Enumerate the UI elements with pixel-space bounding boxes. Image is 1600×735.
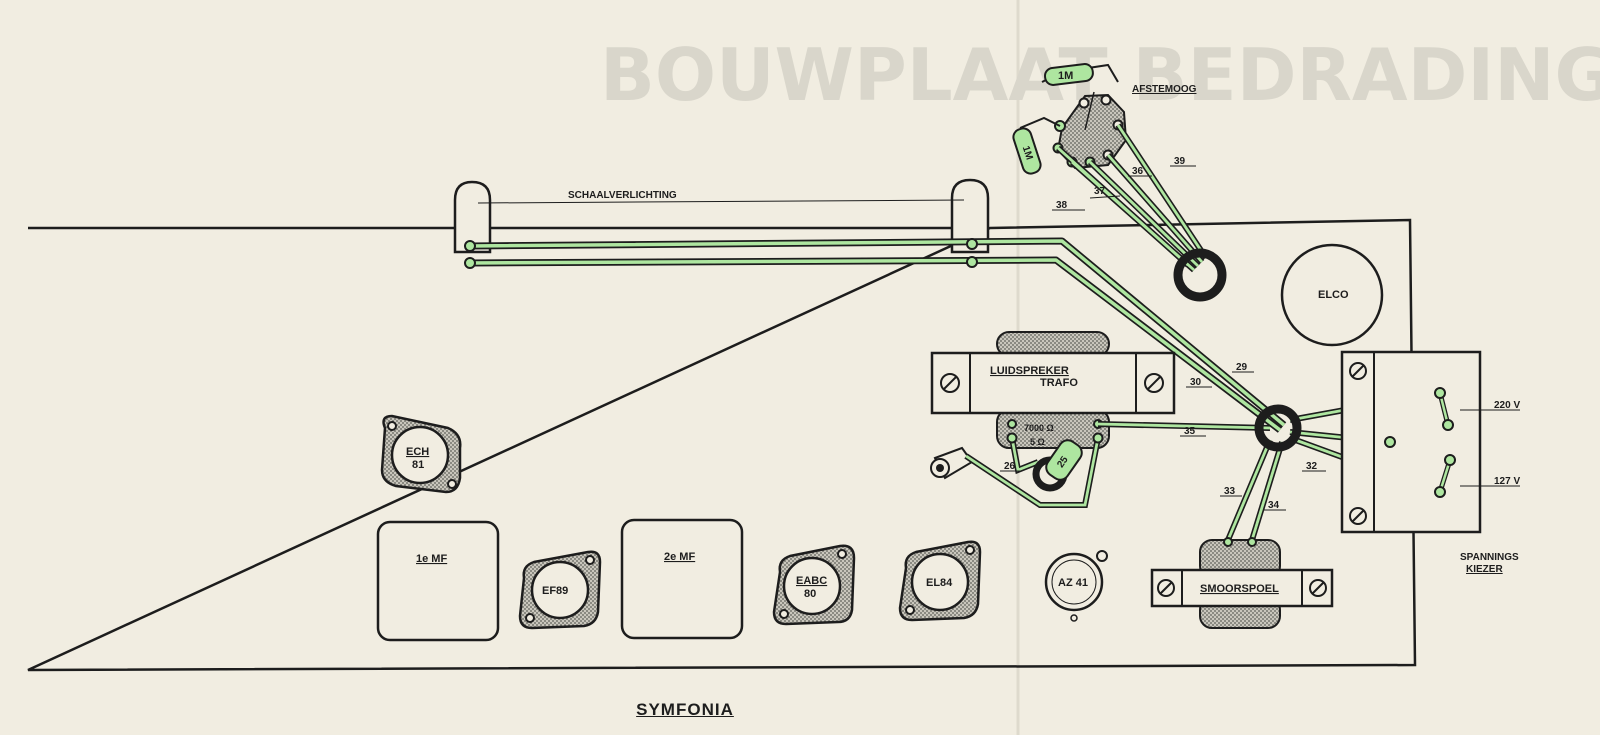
resistor-25 — [1045, 439, 1083, 481]
wire-number-36: 36 — [1132, 166, 1144, 177]
tube-ef89-label: EF89 — [542, 585, 568, 597]
elco-label: ELCO — [1318, 289, 1349, 301]
tube-az41-label: AZ 41 — [1058, 577, 1088, 589]
tube-el84-label: EL84 — [926, 577, 953, 589]
tube-socket-el84 — [898, 540, 982, 622]
voltage-127-label: 127 V — [1494, 476, 1520, 487]
dial-lamp-wires — [464, 237, 1287, 433]
grommet-top — [1173, 248, 1227, 302]
if-transformer-1-label: 1e MF — [416, 553, 447, 565]
chassis-outline — [27, 218, 1417, 672]
tube-ech81-label-1: ECH — [406, 446, 429, 458]
wire-number-37: 37 — [1094, 186, 1106, 197]
tube-socket-ech81 — [380, 414, 462, 494]
dial-lamp-left — [453, 180, 492, 254]
resistor-1m-top-label: 1M — [1058, 70, 1073, 82]
diagram-title: SYMFONIA — [636, 700, 734, 719]
wire-number-39: 39 — [1174, 156, 1186, 167]
wire-number-33: 33 — [1224, 486, 1236, 497]
trafo-label: TRAFO — [1040, 377, 1078, 389]
if-transformer-2 — [620, 518, 744, 640]
tube-socket-ef89 — [518, 550, 602, 630]
grommet-center — [1254, 404, 1302, 452]
dial-lamp-dimension-line — [477, 199, 965, 204]
smoorspoel-label: SMOORSPOEL — [1200, 583, 1279, 595]
if-transformer-1 — [376, 520, 500, 642]
tube-socket-eabc80 — [772, 544, 856, 626]
spanningskiezer-label-1: SPANNINGS — [1460, 552, 1519, 563]
resistor-1m-top: 1M — [1041, 63, 1119, 86]
elco-capacitor — [1280, 243, 1384, 347]
resistor-1m-side-label: 1M — [1020, 145, 1035, 162]
impedance-primary-label: 7000 Ω — [1024, 423, 1054, 433]
wire-number-38: 38 — [1056, 200, 1068, 211]
tube-eabc80-label-2: 80 — [804, 588, 816, 600]
wire-labels-top: 38 37 36 39 — [1052, 156, 1196, 211]
wire-number-26: 26 — [1004, 461, 1016, 472]
spanningskiezer-label-2: KIEZER — [1466, 564, 1503, 575]
speaker-wires: 25 26 — [964, 419, 1104, 508]
tube-socket-az41 — [1044, 550, 1108, 622]
tuning-indicator-wires — [1055, 123, 1209, 273]
wire-number-35: 35 — [1184, 426, 1196, 437]
wire-number-34: 34 — [1268, 500, 1280, 511]
ground-lug — [930, 446, 974, 480]
voltage-220-label: 220 V — [1494, 400, 1520, 411]
dial-lamp-right — [950, 178, 990, 254]
smoothing-choke — [1150, 537, 1334, 629]
voltage-selector — [1340, 350, 1520, 534]
wire-number-30: 30 — [1190, 377, 1202, 388]
luidspreker-label: LUIDSPREKER — [990, 365, 1069, 377]
if-transformer-2-label: 2e MF — [664, 551, 695, 563]
impedance-secondary-label: 5 Ω — [1030, 437, 1045, 447]
tube-ech81-label-2: 81 — [412, 459, 424, 471]
wire-number-29: 29 — [1236, 362, 1248, 373]
output-transformer — [930, 331, 1176, 449]
tube-eabc80-label-1: EABC — [796, 575, 827, 587]
afstemoog-label: AFSTEMOOG — [1132, 84, 1197, 95]
schaalverlichting-label: SCHAALVERLICHTING — [568, 190, 677, 201]
wire-number-32: 32 — [1306, 461, 1318, 472]
resistor-1m-side: 1M — [1012, 116, 1061, 175]
